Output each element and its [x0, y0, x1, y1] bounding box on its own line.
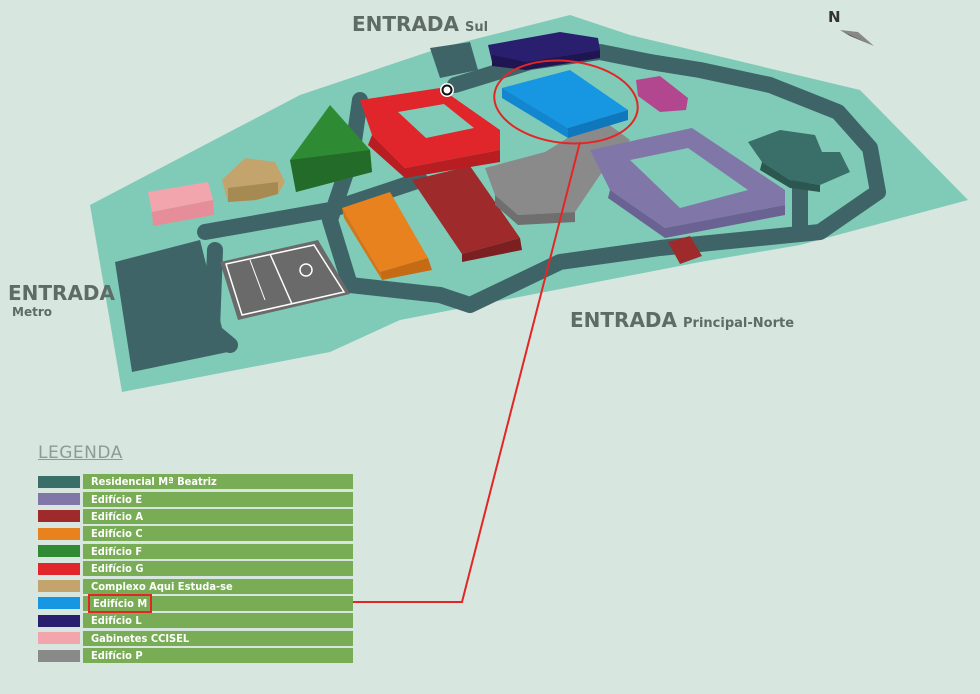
building-c[interactable]: [342, 192, 432, 280]
entrance-metro-label: ENTRADA: [8, 281, 116, 305]
legend-item-highlighted[interactable]: Edifício M: [38, 593, 358, 613]
building-complexo[interactable]: [222, 158, 285, 202]
legend-label: Edifício L: [83, 613, 353, 629]
building-m[interactable]: [502, 70, 628, 138]
legend-swatch: [38, 597, 80, 610]
svg-text:N: N: [828, 8, 841, 26]
legend-item[interactable]: Edifício P: [38, 647, 358, 664]
highlight-ellipse: [493, 59, 639, 145]
legend-title: LEGENDA: [38, 443, 123, 463]
legend-swatch: [38, 510, 80, 523]
legend-label: Complexo Aqui Estuda-se: [83, 578, 353, 594]
legend-label: Edifício A: [83, 508, 353, 524]
building-e[interactable]: [590, 128, 785, 238]
legend-label: Edifício E: [83, 491, 353, 507]
sports-field: [220, 240, 350, 320]
north-arrow-icon: N: [828, 8, 874, 46]
legend-label: Edifício G: [83, 561, 353, 577]
legend-swatch: [38, 580, 80, 593]
legend-label: Edifício P: [83, 648, 353, 664]
building-brown[interactable]: [668, 236, 702, 264]
legend-item[interactable]: Residencial Mª Beatriz: [38, 473, 358, 490]
legend: LEGENDA Residencial Mª Beatriz Edifício …: [38, 443, 358, 664]
legend-item[interactable]: Gabinetes CCISEL: [38, 630, 358, 647]
legend-swatch: [38, 649, 80, 662]
legend-swatch: [38, 545, 80, 558]
legend-item[interactable]: Edifício E: [38, 490, 358, 507]
building-residencial[interactable]: [748, 130, 850, 192]
entrance-metro-sublabel: Metro: [12, 305, 52, 319]
legend-label: Edifício M: [83, 593, 353, 613]
legend-label: Gabinetes CCISEL: [83, 630, 353, 646]
legend-item[interactable]: Edifício G: [38, 560, 358, 577]
legend-item[interactable]: Edifício L: [38, 612, 358, 629]
roads: [197, 44, 886, 353]
building-a[interactable]: [412, 166, 522, 262]
parking-north: [430, 42, 478, 78]
legend-item[interactable]: Complexo Aqui Estuda-se: [38, 577, 358, 594]
legend-swatch: [38, 493, 80, 506]
building-f[interactable]: [290, 105, 372, 192]
legend-swatch: [38, 562, 80, 575]
building-magenta[interactable]: [636, 76, 688, 112]
legend-item[interactable]: Edifício F: [38, 543, 358, 560]
legend-label: Residencial Mª Beatriz: [83, 474, 353, 490]
legend-swatch: [38, 632, 80, 645]
legend-highlight-box: Edifício M: [87, 593, 153, 613]
legend-swatch: [38, 475, 80, 488]
legend-label: Edifício F: [83, 543, 353, 559]
legend-list: Residencial Mª Beatriz Edifício E Edifíc…: [38, 473, 358, 664]
parking-metro: [115, 240, 228, 372]
legend-item[interactable]: Edifício C: [38, 525, 358, 542]
legend-label: Edifício C: [83, 526, 353, 542]
legend-swatch: [38, 614, 80, 627]
legend-item[interactable]: Edifício A: [38, 508, 358, 525]
legend-swatch: [38, 527, 80, 540]
building-ccisel[interactable]: [148, 182, 214, 226]
location-marker-icon[interactable]: [440, 83, 454, 97]
